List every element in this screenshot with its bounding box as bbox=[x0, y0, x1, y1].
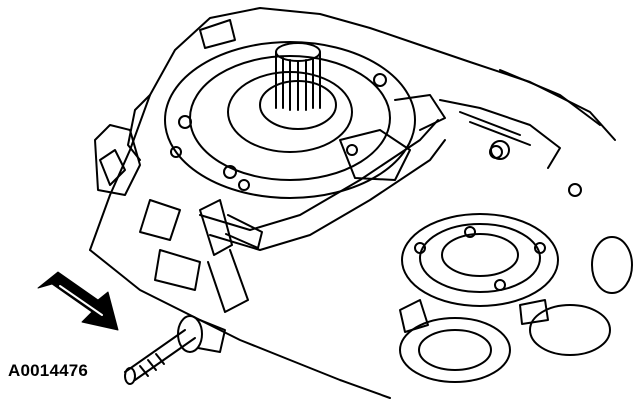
input-shaft bbox=[275, 42, 321, 111]
pump-housing bbox=[164, 41, 416, 199]
gear-bores bbox=[399, 213, 633, 383]
manual-valve-shaft bbox=[124, 315, 226, 385]
valve-body-details bbox=[139, 99, 561, 291]
figure-id-label: A0014476 bbox=[8, 361, 89, 380]
manual-lever-linkage bbox=[199, 94, 446, 313]
direction-arrow-icon bbox=[37, 271, 119, 331]
case-outline bbox=[89, 7, 616, 399]
